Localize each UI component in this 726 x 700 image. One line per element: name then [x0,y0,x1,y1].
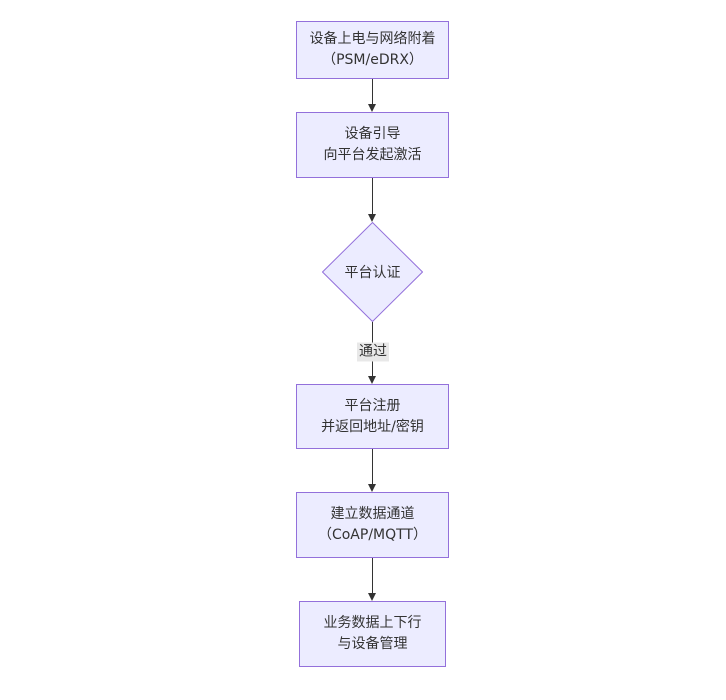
node-text-line: 向平台发起激活 [323,147,422,163]
node-text-line: 业务数据上下行 [323,615,422,631]
node-text-line: 设备引导 [344,126,401,142]
node-text-line: 平台注册 [344,397,401,414]
arrowhead-icon [368,376,376,384]
node-device-power-network-attach: 设备上电与网络附着 （PSM/eDRX） [296,21,449,79]
node-text-line: 与设备管理 [337,636,408,652]
arrowhead-icon [368,484,376,492]
arrowhead-icon [368,593,376,601]
edge-arrow-2 [368,178,376,222]
node-business-data: 业务数据上下行 与设备管理 [299,601,446,667]
node-platform-register: 平台注册 并返回地址/密钥 [296,384,449,449]
arrowhead-icon [368,214,376,222]
node-text-line: 平台认证 [344,265,401,281]
node-data-channel: 建立数据通道 （CoAP/MQTT） [296,492,449,558]
arrow-line [372,558,373,595]
node-text-line: （CoAP/MQTT） [317,527,428,543]
node-text-line: 设备上电与网络附着 [309,31,436,47]
arrow-line [372,79,373,106]
edge-arrow-1 [368,79,376,112]
node-device-bootstrap: 设备引导 向平台发起激活 [296,112,449,178]
node-text-line: （PSM/eDRX） [322,52,423,68]
arrow-line [372,449,373,486]
edge-arrow-5 [368,558,376,601]
arrow-line [372,178,373,216]
node-text-line: 并返回地址/密钥 [321,418,424,435]
decision-platform-auth: 平台认证 [322,222,423,322]
arrowhead-icon [368,104,376,112]
diamond-shape [322,222,423,322]
node-text-line: 建立数据通道 [330,506,415,522]
edge-label-pass: 通过 [357,342,389,362]
edge-arrow-4 [368,449,376,492]
